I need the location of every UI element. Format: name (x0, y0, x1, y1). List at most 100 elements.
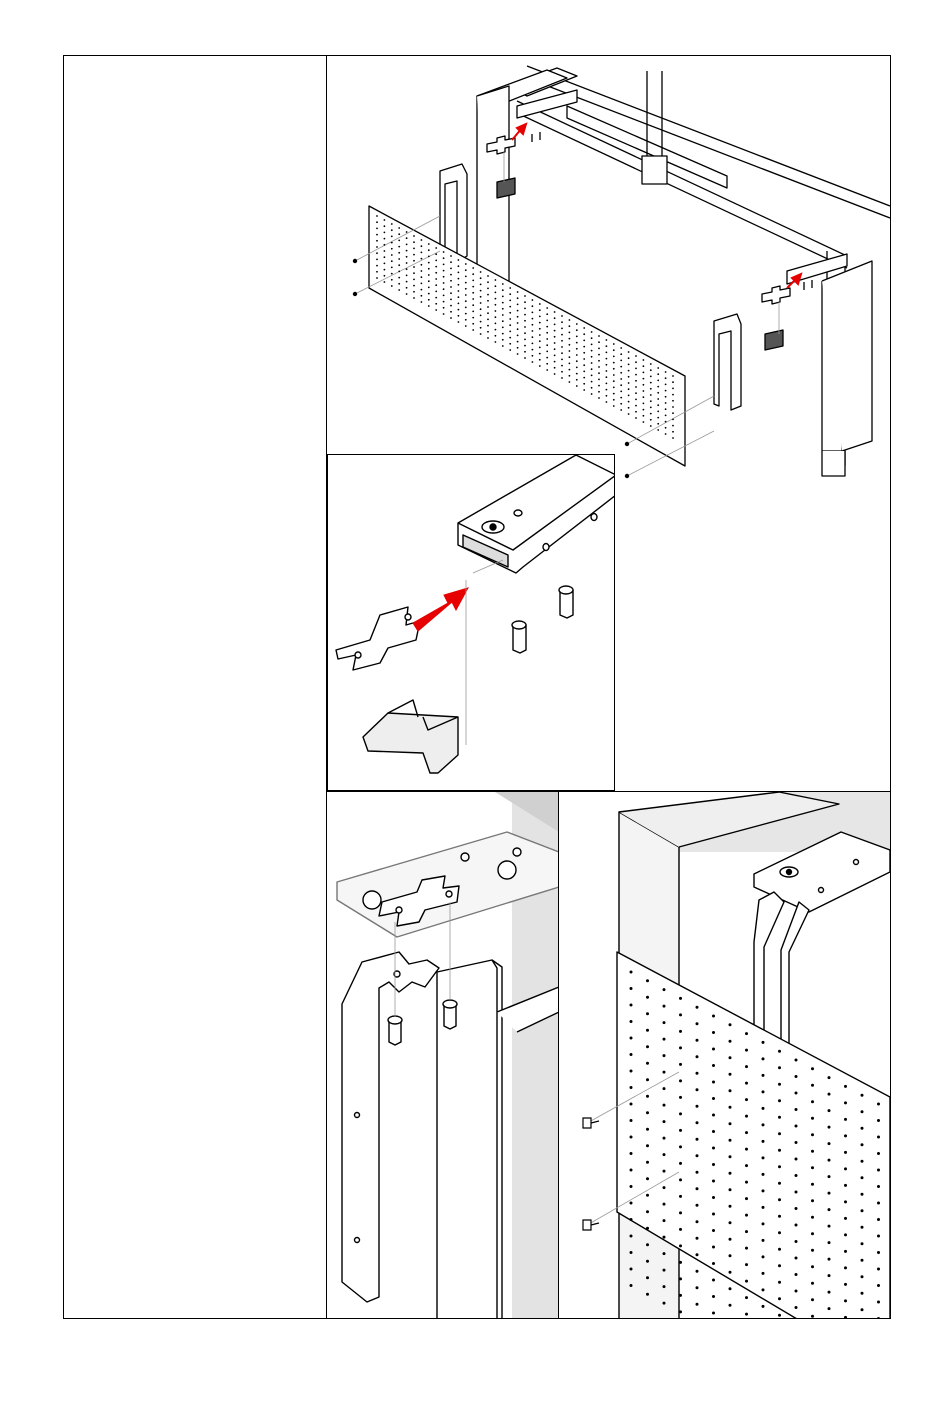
panel-hole (646, 1062, 649, 1065)
panel-hole (561, 371, 563, 373)
panel-hole (663, 1252, 666, 1255)
panel-hole (391, 267, 393, 269)
panel-hole (524, 308, 526, 310)
panel-hole (598, 391, 600, 393)
panel-hole (762, 1272, 765, 1275)
panel-hole (561, 352, 563, 354)
panel-hole (643, 384, 645, 386)
panel-hole (487, 337, 489, 339)
panel-hole (561, 321, 563, 323)
panel-hole (472, 273, 474, 275)
panel-hole (679, 1063, 682, 1066)
panel-hole (450, 292, 452, 294)
panel-hole (762, 1206, 765, 1209)
panel-hole (428, 280, 430, 282)
detail-figure (327, 454, 615, 791)
panel-hole (598, 372, 600, 374)
panel-hole (672, 406, 674, 408)
end-cap (363, 713, 458, 773)
panel-hole (384, 256, 386, 258)
panel-hole (406, 256, 408, 258)
panel-hole (745, 1164, 748, 1167)
panel-hole (696, 1022, 699, 1025)
panel-hole (532, 361, 534, 363)
panel-hole (762, 1305, 765, 1308)
panel-hole (517, 341, 519, 343)
panel-hole (613, 362, 615, 364)
panel-hole (657, 373, 659, 375)
panel-hole (861, 1094, 864, 1097)
panel-hole (532, 343, 534, 345)
panel-hole (646, 1029, 649, 1032)
panel-hole (398, 252, 400, 254)
panel-hole (421, 252, 423, 254)
panel-hole (745, 1280, 748, 1283)
panel-hole (487, 331, 489, 333)
panel-hole (844, 1184, 847, 1187)
panel-hole (443, 257, 445, 259)
panel-hole (561, 340, 563, 342)
panel-hole (811, 1117, 814, 1120)
panel-hole (635, 361, 637, 363)
panel-hole (532, 318, 534, 320)
panel-hole (576, 348, 578, 350)
panel-hole (606, 364, 608, 366)
panel-hole (679, 1046, 682, 1049)
panel-hole (861, 1110, 864, 1113)
panel-hole (509, 331, 511, 333)
panel-hole (391, 248, 393, 250)
panel-hole (465, 313, 467, 315)
panel-hole (877, 1301, 880, 1304)
panel-hole (679, 1195, 682, 1198)
panel-hole (613, 405, 615, 407)
panel-hole (762, 1255, 765, 1258)
panel-hole (546, 338, 548, 340)
panel-hole (679, 1178, 682, 1181)
panel-hole (861, 1275, 864, 1278)
panel-hole (696, 1187, 699, 1190)
panel-hole (630, 1070, 633, 1073)
panel-hole (398, 283, 400, 285)
panel-hole (554, 373, 556, 375)
panel-hole (458, 315, 460, 317)
panel-hole (663, 1153, 666, 1156)
panel-hole (465, 300, 467, 302)
panel-hole (591, 368, 593, 370)
panel-hole (561, 359, 563, 361)
panel-hole (679, 1277, 682, 1280)
panel-hole (495, 329, 497, 331)
panel-hole (391, 273, 393, 275)
panel-hole (561, 377, 563, 379)
panel-hole (828, 1291, 831, 1294)
panel-hole (665, 433, 667, 435)
panel-hole (391, 254, 393, 256)
panel-hole (696, 1072, 699, 1075)
panel-hole (435, 297, 437, 299)
panel-hole (630, 1185, 633, 1188)
panel-hole (406, 268, 408, 270)
panel-hole (811, 1067, 814, 1070)
panel-hole (696, 1039, 699, 1042)
left-end-cap (497, 178, 515, 198)
panel-hole (643, 359, 645, 361)
panel-hole (663, 1302, 666, 1305)
panel-hole (877, 1202, 880, 1205)
panel-hole (828, 1076, 831, 1079)
panel-hole (546, 344, 548, 346)
panel-hole (628, 413, 630, 415)
panel-hole (591, 331, 593, 333)
panel-hole (665, 377, 667, 379)
panel-hole (472, 292, 474, 294)
panel-hole (646, 1243, 649, 1246)
panel-hole (635, 417, 637, 419)
panel-hole (569, 338, 571, 340)
panel-hole (606, 339, 608, 341)
panel-hole (613, 387, 615, 389)
panel-hole (487, 275, 489, 277)
panel-hole (665, 415, 667, 417)
panel-hole (569, 363, 571, 365)
panel-hole (472, 304, 474, 306)
panel-hole (458, 303, 460, 305)
panel-hole (712, 1312, 715, 1315)
panel-hole (811, 1249, 814, 1252)
